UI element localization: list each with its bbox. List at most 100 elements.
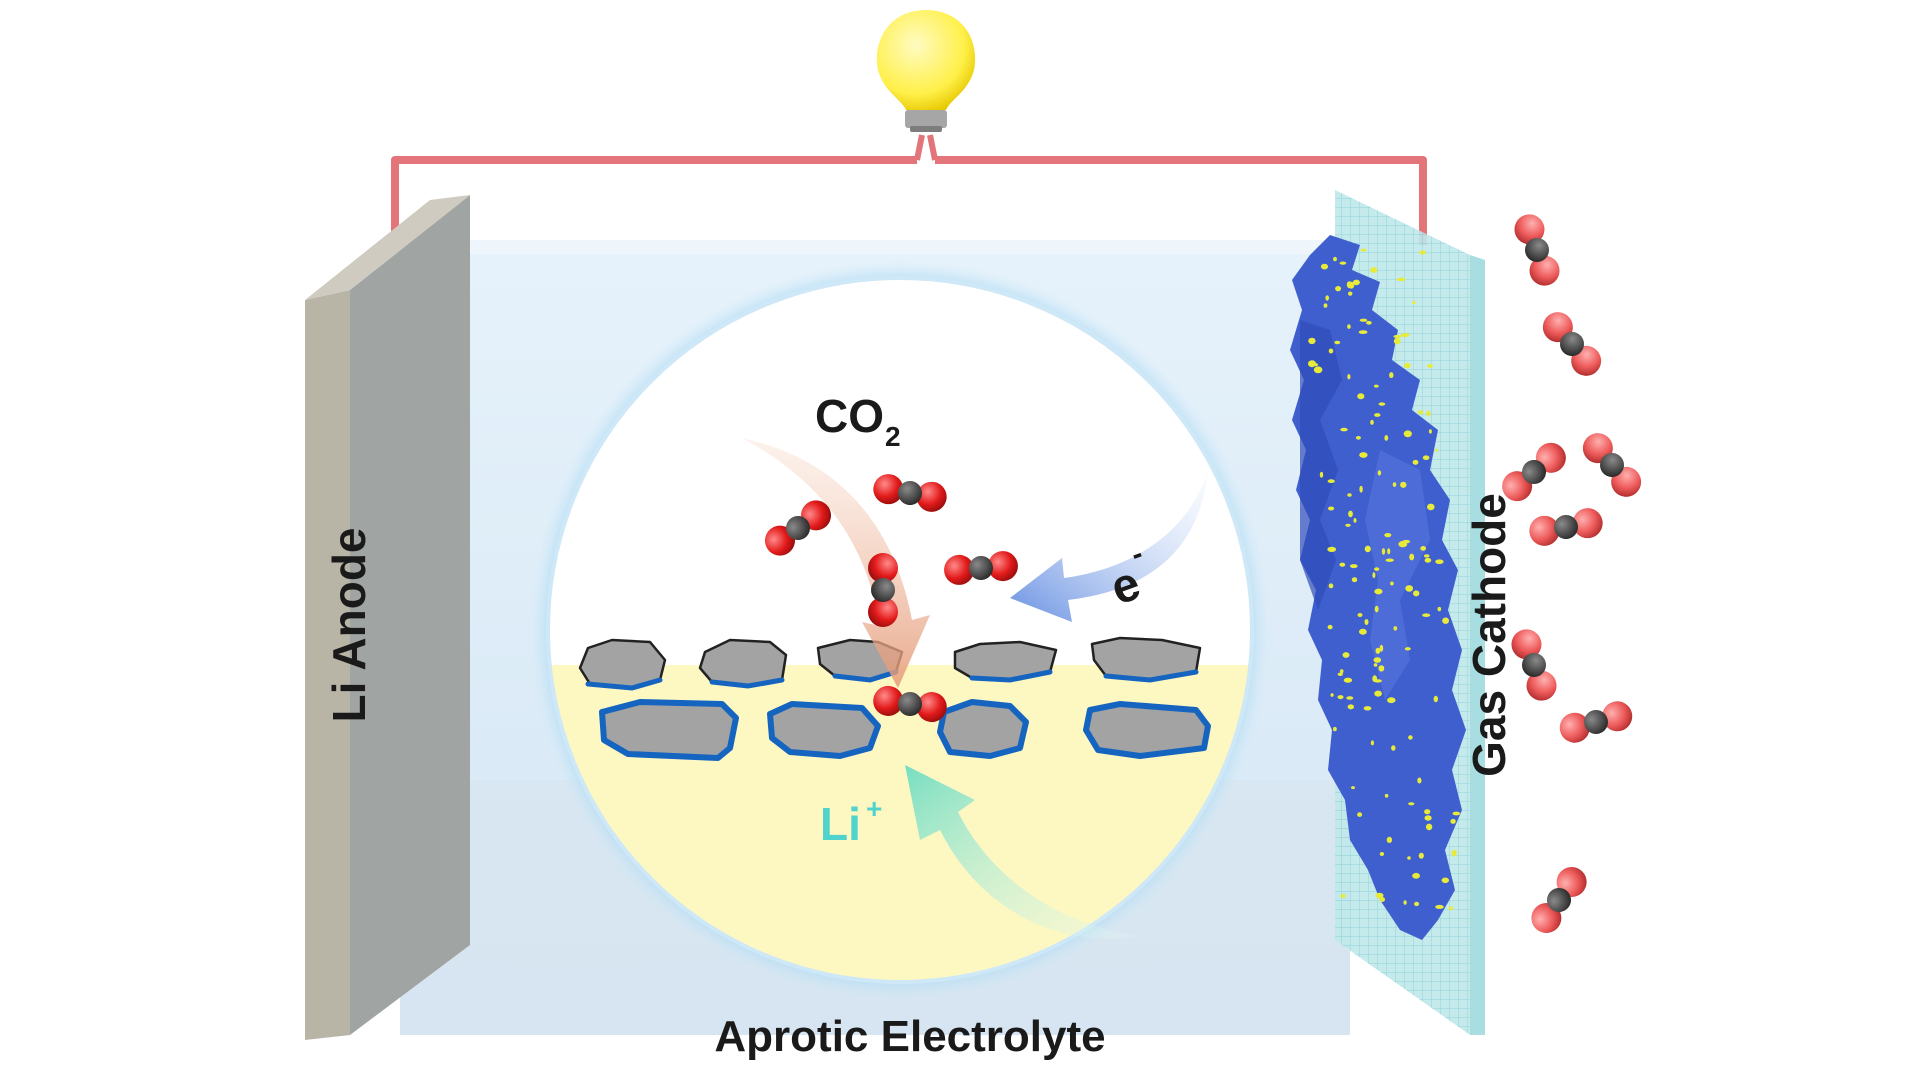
catalyst-dot (1403, 540, 1411, 543)
catalyst-dot (1426, 824, 1432, 831)
catalyst-dot (1434, 696, 1438, 702)
catalyst-dot (1400, 482, 1406, 488)
catalyst-dot (1339, 563, 1345, 567)
catalyst-dot (1358, 613, 1363, 617)
catalyst-dot (1408, 735, 1413, 739)
catalyst-dot (1374, 691, 1382, 697)
catalyst-dot (1308, 360, 1316, 367)
catalyst-dot (1393, 626, 1397, 631)
catalyst-dot (1338, 695, 1344, 699)
catalyst-dot (1407, 856, 1411, 860)
catalyst-dot (1347, 493, 1351, 497)
catalyst-dot (1356, 436, 1361, 440)
catalyst-dot (1450, 819, 1455, 824)
catalyst-dot (1419, 251, 1426, 255)
svg-text:+: + (866, 793, 882, 824)
catalyst-dot (1404, 900, 1407, 905)
catalyst-dot (1351, 786, 1355, 789)
catalyst-dot (1427, 504, 1435, 511)
catalyst-dot (1424, 554, 1430, 557)
catalyst-dot (1371, 740, 1374, 745)
catalyst-dot (1357, 393, 1364, 399)
catalyst-dot (1328, 625, 1333, 629)
catalyst-dot (1365, 619, 1369, 625)
catalyst-dot (1359, 629, 1367, 635)
catalyst-dot (1376, 648, 1381, 654)
catalyst-dot (1427, 364, 1433, 368)
catalyst-dot (1340, 669, 1344, 673)
catalyst-dot (1387, 837, 1392, 843)
svg-text:CO: CO (815, 390, 884, 442)
catalyst-dot (1393, 335, 1401, 338)
catalyst-dot (1359, 486, 1362, 493)
catalyst-dot (1374, 663, 1378, 667)
catalyst-dot (1420, 546, 1426, 551)
catalyst-dot (1429, 429, 1432, 433)
catalyst-dot (1364, 706, 1372, 710)
svg-text:Li: Li (820, 798, 861, 850)
catalyst-dot (1413, 590, 1419, 596)
catalyst-dot (1386, 559, 1394, 562)
catalyst-dot (1374, 657, 1382, 663)
catalyst-dot (1347, 281, 1352, 288)
cathode-label: Gas Cathode (1463, 493, 1515, 777)
catalyst-dot (1453, 812, 1461, 816)
catalyst-dot (1341, 894, 1346, 898)
catalyst-dot (1320, 472, 1323, 478)
catalyst-dot (1418, 410, 1424, 414)
catalyst-dot (1359, 330, 1368, 334)
catalyst-dot (1405, 647, 1411, 650)
catalyst-dot (1417, 778, 1421, 784)
catalyst-dot (1324, 303, 1328, 307)
catalyst-dot (1380, 852, 1384, 856)
catalyst-dot (1389, 372, 1393, 378)
catalyst-dot (1408, 802, 1414, 805)
catalyst-dot (1328, 507, 1334, 511)
catalyst-dot (1384, 533, 1391, 537)
catalyst-dot (1340, 428, 1347, 432)
catalyst-dot (1422, 613, 1430, 617)
catalyst-dot (1394, 338, 1401, 345)
catalyst-dot (1412, 873, 1420, 879)
catalyst-dot (1335, 286, 1341, 291)
catalyst-dot (1346, 696, 1353, 700)
catalyst-dot (1412, 301, 1415, 304)
catalyst-dot (1370, 267, 1377, 273)
catalyst-dot (1360, 319, 1368, 322)
catalyst-dot (1374, 679, 1382, 682)
catalyst-dot (1425, 815, 1432, 820)
catalyst-dot (1374, 567, 1379, 571)
catalyst-dot (1375, 893, 1383, 899)
catalyst-dot (1350, 564, 1358, 568)
catalyst-dot (1333, 257, 1337, 261)
catalyst-dot (1435, 559, 1443, 564)
catalyst-dot (1347, 324, 1351, 329)
catalyst-dot (1413, 460, 1419, 465)
catalyst-dot (1409, 554, 1414, 561)
catalyst-dot (1352, 577, 1357, 582)
catalyst-dot (1325, 295, 1329, 300)
catalyst-dot (1397, 278, 1406, 281)
catalyst-dot (1314, 366, 1323, 373)
catalyst-dot (1361, 249, 1367, 252)
catalyst-dot (1425, 558, 1432, 563)
catalyst-dot (1348, 511, 1353, 518)
catalyst-dot (1329, 349, 1334, 354)
catalyst-dot (1438, 607, 1442, 611)
catalyst-dot (1387, 548, 1390, 554)
catalyst-dot (1374, 385, 1379, 388)
catalyst-dot (1327, 547, 1336, 552)
catalyst-dot (1435, 449, 1438, 452)
catalyst-dot (1404, 430, 1412, 437)
anode-label: Li Anode (323, 527, 375, 722)
catalyst-dot (1387, 697, 1395, 703)
catalyst-dot (1308, 338, 1315, 344)
catalyst-dot (1357, 812, 1362, 817)
catalyst-dot (1426, 411, 1430, 417)
catalyst-dot (1374, 589, 1382, 595)
catalyst-dot (1331, 693, 1334, 697)
catalyst-dot (1370, 420, 1374, 425)
svg-text:2: 2 (885, 421, 901, 452)
catalyst-dot (1340, 262, 1347, 265)
